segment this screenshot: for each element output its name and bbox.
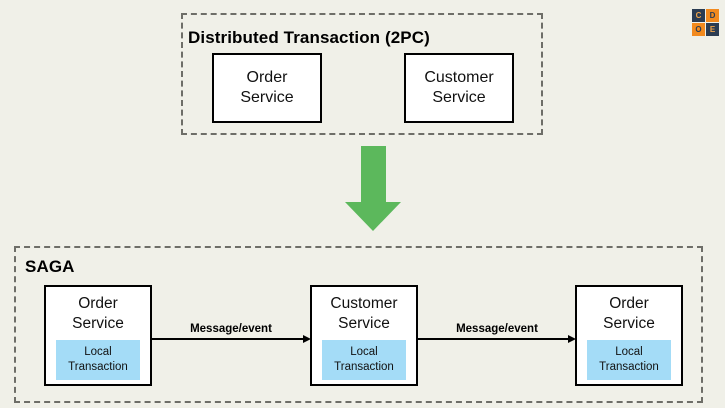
- service-box-order-service-saga-1: Order Service Local Transaction: [44, 285, 152, 386]
- service-label: Order Service: [240, 68, 294, 106]
- service-label: Customer Service: [330, 295, 398, 332]
- local-transaction-chip: Local Transaction: [56, 340, 140, 380]
- local-transaction-chip: Local Transaction: [322, 340, 406, 380]
- arrow-head-icon: [303, 335, 311, 343]
- arrow-line: [418, 338, 569, 340]
- group-title-saga: SAGA: [25, 257, 75, 276]
- service-label: Customer Service: [424, 68, 494, 106]
- green-down-arrow-icon: [345, 146, 401, 231]
- local-transaction-chip: Local Transaction: [587, 340, 671, 380]
- logo-cell-e: E: [706, 23, 719, 36]
- logo-cell-o: O: [692, 23, 705, 36]
- service-box-order-service-2pc: Order Service: [212, 53, 322, 123]
- service-box-customer-service-saga: Customer Service Local Transaction: [310, 285, 418, 386]
- code-logo: C D O E: [692, 9, 719, 36]
- logo-cell-d: D: [706, 9, 719, 22]
- message-event-label: Message/event: [190, 323, 272, 335]
- group-saga: SAGA: [14, 246, 703, 403]
- service-label: Order Service: [603, 295, 655, 332]
- arrow-head: [345, 202, 401, 231]
- message-event-label: Message/event: [456, 323, 538, 335]
- message-event-arrow-2: Message/event: [418, 318, 576, 343]
- group-distributed-transaction-2pc: Distributed Transaction (2PC): [181, 13, 543, 135]
- message-event-arrow-1: Message/event: [151, 318, 311, 343]
- logo-cell-c: C: [692, 9, 705, 22]
- arrow-head-icon: [568, 335, 576, 343]
- service-label: Order Service: [72, 295, 124, 332]
- arrow-shaft: [361, 146, 386, 203]
- service-box-order-service-saga-2: Order Service Local Transaction: [575, 285, 683, 386]
- arrow-line: [151, 338, 304, 340]
- service-box-customer-service-2pc: Customer Service: [404, 53, 514, 123]
- group-title-2pc: Distributed Transaction (2PC): [188, 28, 430, 47]
